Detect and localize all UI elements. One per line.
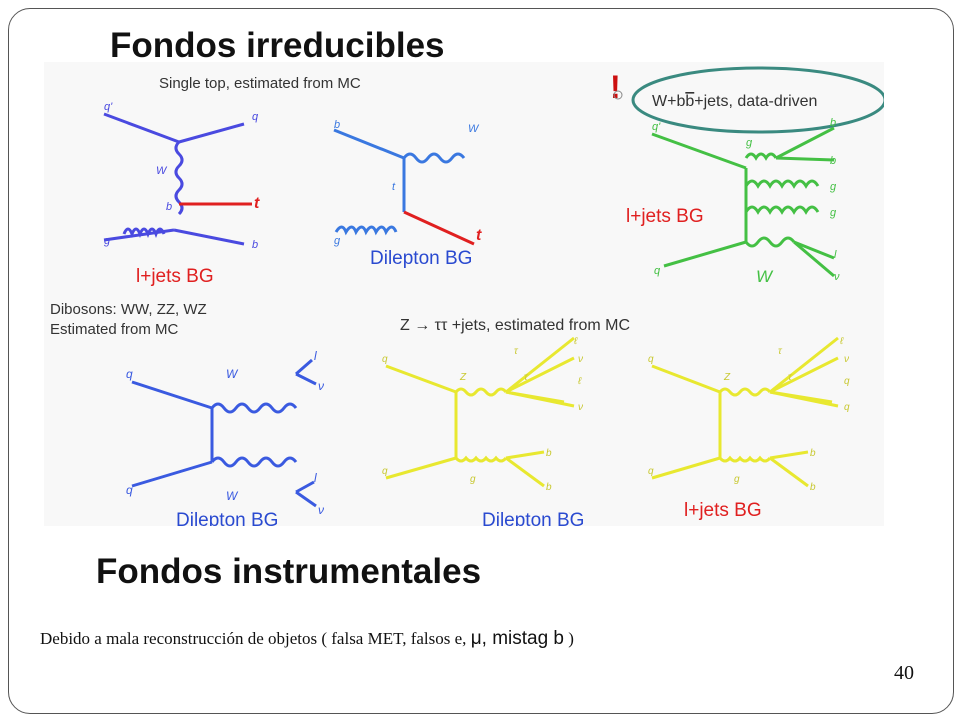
svg-text:t: t bbox=[254, 195, 260, 212]
wbb-caption: W+bb+jets, data-driven bbox=[652, 93, 817, 110]
svg-text:g: g bbox=[334, 235, 341, 247]
svg-text:l: l bbox=[314, 349, 317, 363]
svg-text:τ: τ bbox=[788, 372, 793, 383]
svg-text:q: q bbox=[382, 466, 388, 477]
svg-text:q': q' bbox=[652, 121, 661, 133]
footnote-part2: μ, mistag b bbox=[470, 628, 564, 649]
diagram-single-top-tchannel: q' q Wb g b t l+jets BG bbox=[103, 101, 260, 287]
svg-text:q: q bbox=[654, 265, 661, 277]
svg-text:q: q bbox=[126, 367, 133, 381]
svg-text:b: b bbox=[334, 119, 340, 131]
highlight-ellipse bbox=[631, 66, 884, 134]
svg-text:ℓ: ℓ bbox=[839, 336, 844, 347]
dilepton-bg-label-1: Dilepton BG bbox=[370, 248, 472, 269]
svg-text:W: W bbox=[468, 123, 480, 135]
feynman-diagrams-figure: Single top, estimated from MC q' q Wb g b … bbox=[44, 62, 884, 526]
svg-text:q: q bbox=[126, 483, 133, 497]
svg-text:q': q' bbox=[104, 101, 113, 113]
svg-text:Z: Z bbox=[459, 372, 467, 383]
svg-text:τ: τ bbox=[524, 372, 529, 383]
footnote-part1: Debido a mala reconstrucción de objetos … bbox=[40, 629, 471, 648]
svg-text:b: b bbox=[830, 155, 836, 167]
svg-text:ν: ν bbox=[834, 271, 840, 283]
ztautau-caption: Z → ττ +jets, estimated from MC bbox=[400, 317, 630, 334]
title-irreducible-backgrounds: Fondos irreducibles bbox=[110, 26, 445, 65]
ljets-bg-label-1: l+jets BG bbox=[136, 266, 214, 287]
svg-text:g: g bbox=[104, 235, 111, 247]
exclamation-icon: ! bbox=[610, 69, 621, 105]
svg-text:τ: τ bbox=[514, 346, 519, 357]
svg-text:g: g bbox=[470, 474, 476, 485]
svg-text:Z: Z bbox=[723, 372, 731, 383]
svg-text:W: W bbox=[156, 165, 168, 177]
footnote: Debido a mala reconstrucción de objetos … bbox=[40, 628, 574, 650]
svg-text:q: q bbox=[252, 111, 259, 123]
svg-text:q: q bbox=[648, 354, 654, 365]
svg-text:g: g bbox=[830, 207, 837, 219]
svg-text:b: b bbox=[810, 448, 816, 459]
svg-text:ν: ν bbox=[844, 354, 849, 365]
svg-text:τ: τ bbox=[778, 346, 783, 357]
svg-text:b: b bbox=[810, 482, 816, 493]
svg-text:W: W bbox=[226, 367, 239, 381]
svg-text:b: b bbox=[546, 448, 552, 459]
svg-text:t: t bbox=[392, 181, 396, 193]
diagram-ztautau-ljets: qZ ττ ℓν qq qg bb l+jets BG bbox=[648, 336, 850, 521]
footnote-part3: ) bbox=[564, 629, 574, 648]
svg-text:t: t bbox=[476, 227, 482, 244]
svg-text:ν: ν bbox=[318, 379, 324, 393]
svg-text:W: W bbox=[226, 489, 239, 503]
svg-text:g: g bbox=[734, 474, 740, 485]
svg-text:b: b bbox=[252, 239, 258, 251]
diboson-caption-line2: Estimated from MC bbox=[50, 321, 179, 338]
svg-text:q: q bbox=[844, 376, 850, 387]
diagram-wbb-jets: q' g b b g g lν q W l+jets BG bbox=[626, 117, 840, 286]
svg-text:q: q bbox=[382, 354, 388, 365]
diagram-ztautau-dilepton: qZ ττ ℓν ℓν qg bb Dilepton BG bbox=[382, 336, 584, 526]
dilepton-bg-label-2: Dilepton BG bbox=[176, 510, 278, 526]
svg-text:ℓ: ℓ bbox=[577, 376, 582, 387]
svg-text:ℓ: ℓ bbox=[573, 336, 578, 347]
single-top-caption: Single top, estimated from MC bbox=[159, 75, 361, 92]
svg-text:ν: ν bbox=[578, 354, 583, 365]
svg-text:q: q bbox=[648, 466, 654, 477]
svg-text:W: W bbox=[756, 267, 774, 286]
svg-text:l: l bbox=[314, 471, 317, 485]
dilepton-bg-label-3: Dilepton BG bbox=[482, 510, 584, 526]
ljets-bg-label-3: l+jets BG bbox=[684, 500, 762, 521]
diboson-caption-line1: Dibosons: WW, ZZ, WZ bbox=[50, 301, 207, 318]
title-instrumental-backgrounds: Fondos instrumentales bbox=[96, 552, 482, 591]
diagram-single-top-tw: b W t g t Dilepton BG bbox=[333, 119, 482, 269]
svg-text:l: l bbox=[834, 249, 837, 261]
svg-text:b: b bbox=[830, 117, 836, 129]
page-number: 40 bbox=[894, 662, 914, 684]
svg-text:g: g bbox=[830, 181, 837, 193]
ljets-bg-label-2: l+jets BG bbox=[626, 206, 704, 227]
svg-text:b: b bbox=[546, 482, 552, 493]
svg-text:ν: ν bbox=[318, 503, 324, 517]
svg-text:q: q bbox=[844, 402, 850, 413]
svg-text:ν: ν bbox=[578, 402, 583, 413]
wbb-caption-group: ! W+bb+jets, data-driven bbox=[610, 66, 884, 134]
svg-text:b: b bbox=[166, 201, 172, 213]
svg-text:g: g bbox=[746, 137, 753, 149]
